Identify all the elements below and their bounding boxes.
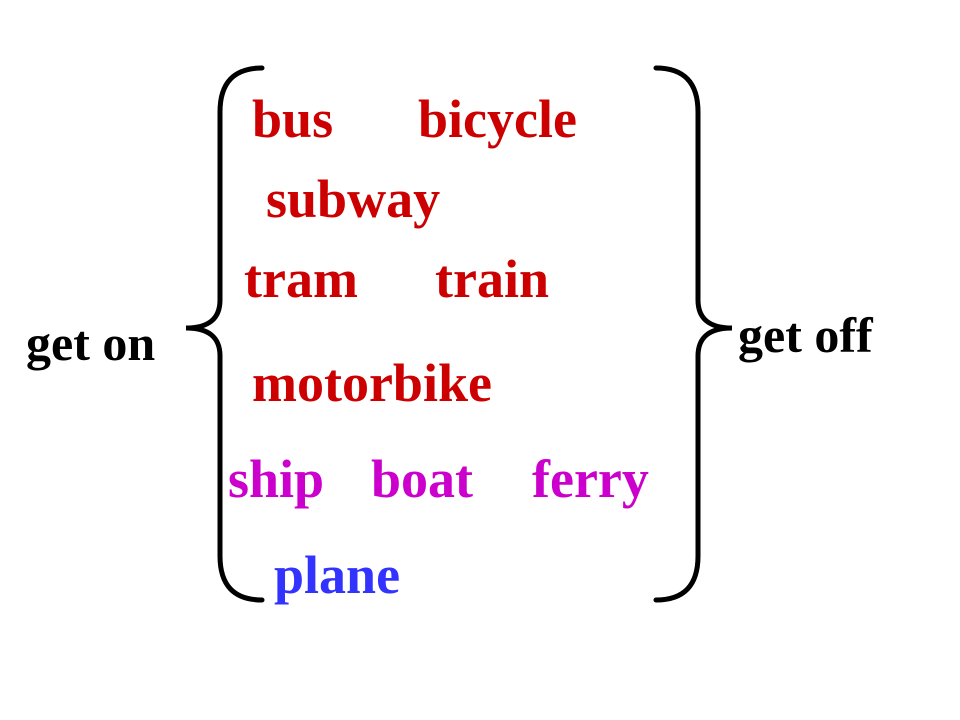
word-train: train <box>435 249 549 309</box>
word-subway: subway <box>266 169 441 229</box>
word-ferry: ferry <box>532 449 649 509</box>
word-boat: boat <box>371 449 474 509</box>
word-bus: bus <box>252 89 334 149</box>
word-tram: tram <box>244 249 358 309</box>
left-brace <box>185 65 265 603</box>
get-on-label: get on <box>26 315 156 371</box>
word-plane: plane <box>274 545 401 605</box>
get-off-label: get off <box>738 307 873 363</box>
word-bicycle: bicycle <box>418 89 577 149</box>
word-motorbike: motorbike <box>252 353 492 413</box>
right-brace <box>653 65 733 603</box>
word-ship: ship <box>228 449 325 509</box>
